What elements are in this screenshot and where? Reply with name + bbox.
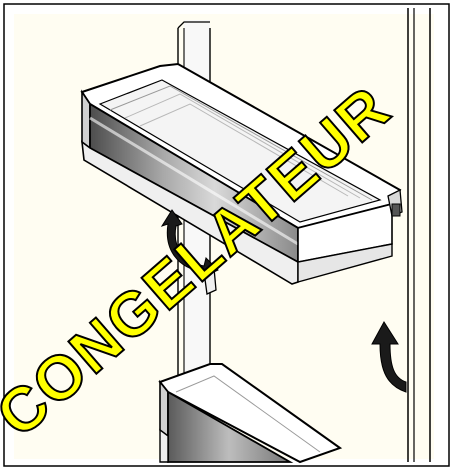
lift-up-arrow-icon — [371, 321, 407, 393]
lower-shelf-bin — [158, 363, 343, 464]
tilt-arrow-icon — [160, 209, 219, 279]
upper-shelf-bin — [80, 62, 403, 285]
door-edge — [407, 8, 431, 462]
